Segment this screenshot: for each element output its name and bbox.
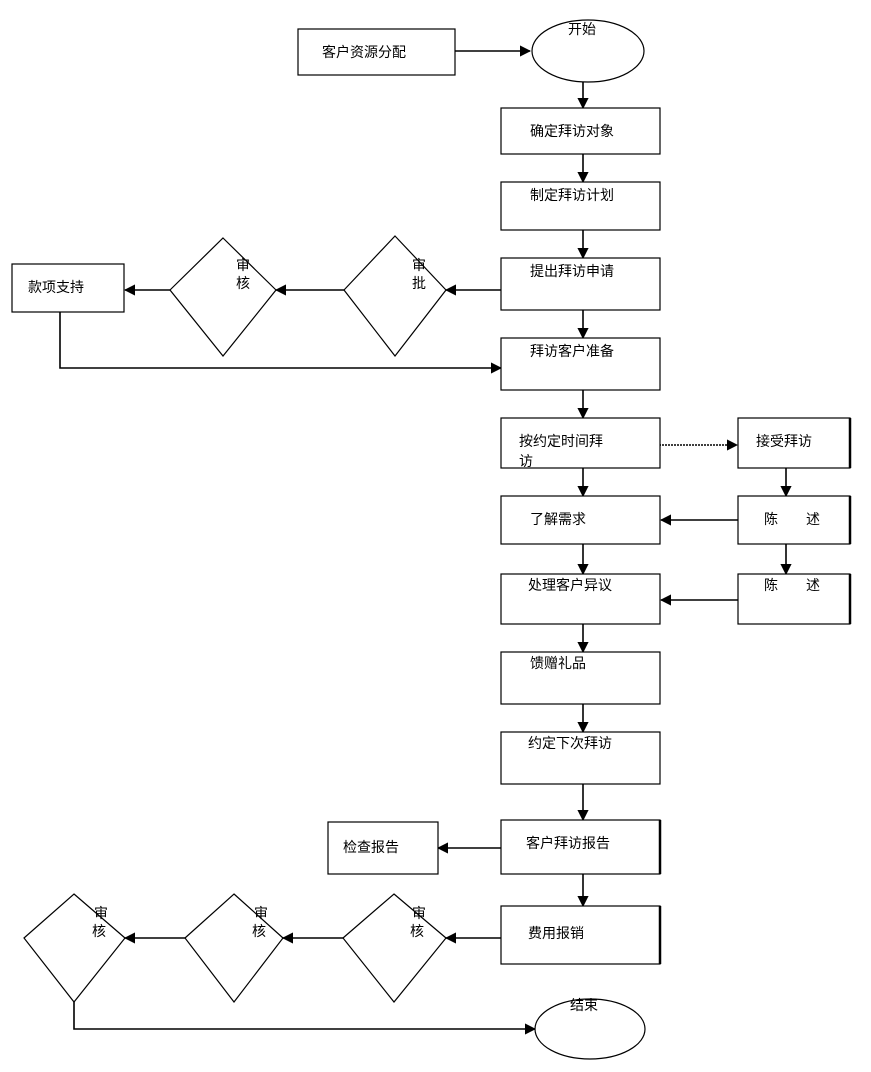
connectors [59,45,792,1035]
diamond-review-1 [169,237,277,357]
diamond-review-3 [184,893,284,1003]
label-make-visit-plan: 制定拜访计划 [530,188,614,204]
label-funding-support: 款项支持 [28,280,84,296]
label-statement-1: 陈 述 [764,511,820,528]
label-approve-1-bottom: 批 [412,276,426,292]
box-accept-visit [737,417,851,469]
process-boxes [11,28,851,965]
label-handle-objections: 处理客户异议 [528,577,612,594]
box-check-report [327,821,439,875]
box-understand-needs [500,495,661,545]
label-review-3-bottom: 核 [252,924,266,940]
box-give-gifts [500,651,661,705]
box-schedule-next-visit [500,731,661,785]
box-expense-reimbursement [500,905,661,965]
arrow-review4-to-end [73,1002,537,1035]
label-visit-on-time-line2: 访 [519,454,533,470]
label-review-3-top: 审 [254,906,268,922]
box-prepare-client-visit [500,337,661,391]
label-start: 开始 [568,22,596,38]
terminals [531,19,646,1060]
label-give-gifts: 馈赠礼品 [530,656,586,672]
box-statement-2 [737,573,851,625]
arrow-funding-to-prepare [59,312,503,374]
labels: 客户资源分配 开始 确定拜访对象 制定拜访计划 提出拜访申请 审 批 审 核 款… [28,22,820,1014]
box-client-resource-allocation [297,28,456,76]
label-accept-visit: 接受拜访 [756,433,812,450]
box-funding-support [11,263,125,313]
label-review-4-top: 审 [94,906,108,922]
box-statement-1 [737,495,851,545]
box-confirm-visit-target [500,107,661,155]
label-visit-on-time-line1: 按约定时间拜 [519,434,603,450]
box-make-visit-plan [500,181,661,231]
label-statement-2: 陈 述 [764,577,820,594]
label-approve-1-top: 审 [412,258,426,274]
label-check-report: 检查报告 [343,840,399,856]
diamond-approve-1 [343,235,447,357]
label-end: 结束 [570,998,598,1014]
label-review-1-bottom: 核 [236,276,250,292]
label-submit-visit-request: 提出拜访申请 [530,264,614,280]
decision-diamonds [23,235,447,1003]
box-handle-objections [500,573,661,625]
terminal-end [534,998,646,1060]
label-client-visit-report: 客户拜访报告 [526,835,610,852]
label-prepare-client-visit: 拜访客户准备 [530,343,614,360]
label-expense-reimbursement: 费用报销 [528,926,584,942]
diamond-review-4 [23,893,126,1003]
box-submit-visit-request [500,257,661,311]
box-shadow-edges [658,418,852,964]
label-review-2-top: 审 [412,906,426,922]
label-schedule-next-visit: 约定下次拜访 [528,736,612,752]
box-client-visit-report [500,819,661,875]
label-client-resource-allocation: 客户资源分配 [322,44,406,61]
diamond-review-2 [342,893,447,1003]
label-review-4-bottom: 核 [92,924,106,940]
label-understand-needs: 了解需求 [530,512,586,528]
label-confirm-visit-target: 确定拜访对象 [530,124,614,140]
box-visit-on-time [500,417,661,469]
label-review-1-top: 审 [236,258,250,274]
terminal-start [531,19,645,83]
label-review-2-bottom: 核 [410,924,424,940]
